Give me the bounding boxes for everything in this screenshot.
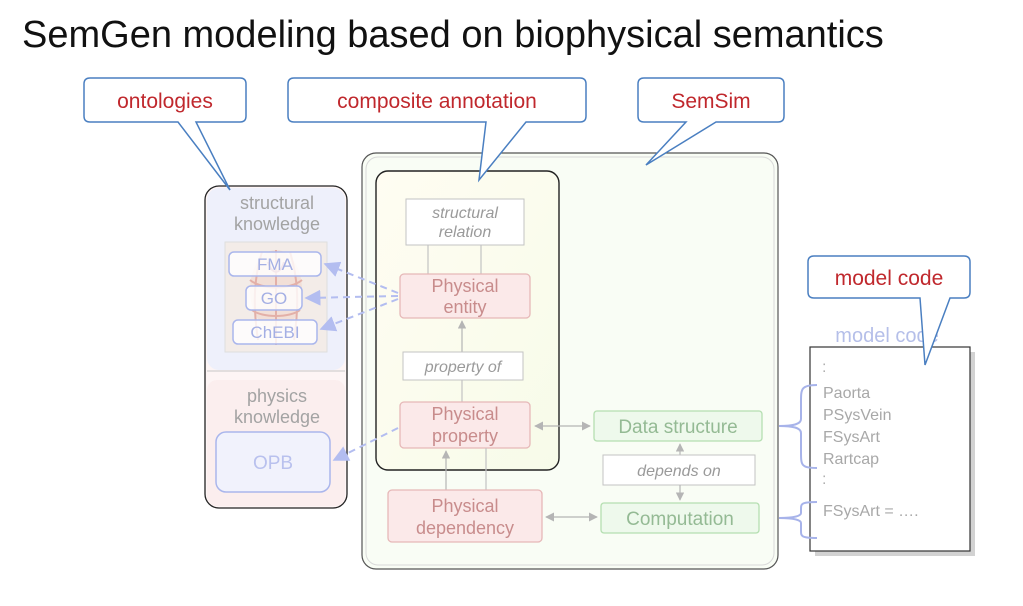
link-entity-fma — [323, 261, 399, 294]
callout-ontologies-text: ontologies — [117, 90, 213, 113]
data-structure-box[interactable] — [593, 410, 763, 442]
data-structure-label: Data structure — [618, 417, 737, 438]
link-entity-go — [304, 289, 399, 306]
physical-dependency-box[interactable] — [387, 489, 543, 543]
callout-semsim-text: SemSim — [671, 90, 750, 113]
physical-property-label-2: property — [432, 426, 498, 446]
brace-data-structure — [778, 384, 818, 469]
callout-semsim: SemSim — [637, 77, 785, 166]
model-code-var-1: Paorta — [823, 385, 870, 402]
callout-composite-annotation-text: composite annotation — [337, 90, 537, 113]
opb-label: OPB — [253, 453, 293, 474]
brace-computation — [778, 501, 818, 539]
physics-knowledge-label-1: physics — [247, 386, 307, 406]
physics-knowledge-label-2: knowledge — [234, 407, 320, 427]
fma-box[interactable] — [228, 251, 322, 277]
structural-knowledge-label-1: structural — [240, 193, 314, 213]
physical-entity-label-2: entity — [443, 297, 486, 317]
physical-dependency-label-1: Physical — [431, 496, 498, 516]
go-box[interactable] — [245, 285, 303, 311]
fma-label: FMA — [257, 255, 294, 274]
structural-relation-box[interactable] — [405, 198, 525, 246]
model-code-panel — [809, 346, 971, 552]
property-of-label: property of — [424, 359, 503, 376]
model-code-equation: FSysArt = …. — [823, 503, 919, 520]
property-of-box[interactable] — [402, 351, 524, 381]
model-code-var-2: PSysVein — [823, 407, 891, 424]
model-code-dots-mid: : — [822, 471, 826, 488]
go-label: GO — [261, 289, 287, 308]
callout-model-code: model code — [807, 255, 971, 366]
link-entity-chebi — [319, 298, 399, 332]
structural-knowledge-label-2: knowledge — [234, 214, 320, 234]
physical-property-label-1: Physical — [431, 404, 498, 424]
physical-entity-box[interactable] — [399, 273, 531, 319]
physical-entity-label-1: Physical — [431, 276, 498, 296]
chebi-label: ChEBI — [250, 323, 299, 342]
computation-label: Computation — [626, 509, 734, 530]
callout-ontologies: ontologies — [83, 77, 247, 191]
model-code-dots-top: : — [822, 359, 826, 376]
chebi-box[interactable] — [232, 319, 318, 345]
model-code-var-3: FSysArt — [823, 429, 880, 446]
structural-relation-label-2: relation — [439, 224, 492, 241]
model-code-var-4: Rartcap — [823, 451, 879, 468]
depends-on-label: depends on — [637, 463, 721, 480]
computation-box[interactable] — [600, 502, 760, 534]
model-code-panel-label: model code — [835, 325, 938, 347]
callout-model-code-text: model code — [835, 267, 944, 290]
composite-annotation-container — [375, 170, 560, 471]
opb-box[interactable] — [215, 431, 331, 493]
physical-dependency-label-2: dependency — [416, 518, 514, 538]
page-title: SemGen modeling based on biophysical sem… — [22, 14, 884, 56]
semsim-container-inner — [365, 156, 775, 566]
structural-relation-label-1: structural — [432, 205, 498, 222]
physical-property-box[interactable] — [399, 401, 531, 449]
callout-composite-annotation: composite annotation — [287, 77, 587, 183]
depends-on-box[interactable] — [602, 454, 756, 486]
